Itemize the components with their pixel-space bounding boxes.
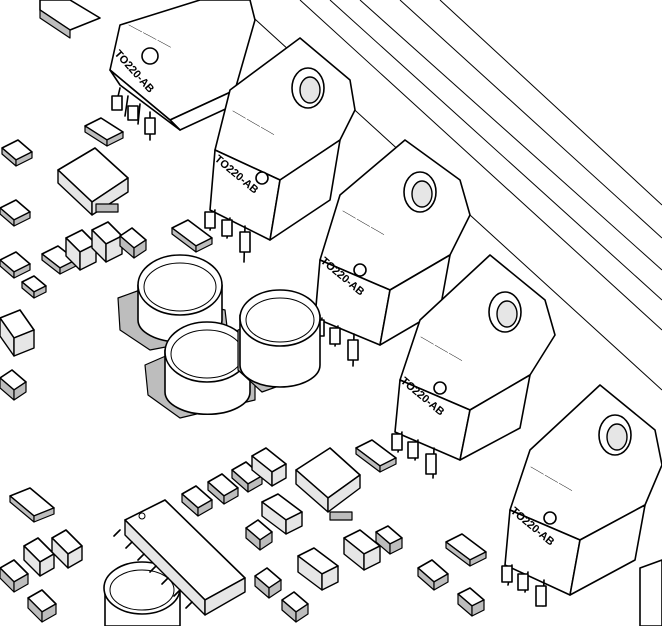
- electrolytic-capacitor-4: [103, 561, 181, 626]
- to220-transistor-4: ——— ——— ——— TO220-AB: [391, 254, 556, 479]
- to220-transistor-3: ——— ——— ——— TO220-AB: [313, 139, 471, 367]
- to220-transistor-5: ——— ——— ——— TO220-AB: [501, 384, 662, 607]
- soic-chip: [113, 499, 246, 616]
- smd-package-large: [57, 147, 361, 521]
- to220-transistor-1: ——— ——— ——— TO220-AB: [109, 0, 256, 141]
- electrolytic-capacitor-2: [144, 321, 256, 419]
- electrolytic-capacitor-3: [237, 289, 321, 393]
- to220-transistor-2: ——— ——— ——— TO220-AB: [204, 37, 356, 263]
